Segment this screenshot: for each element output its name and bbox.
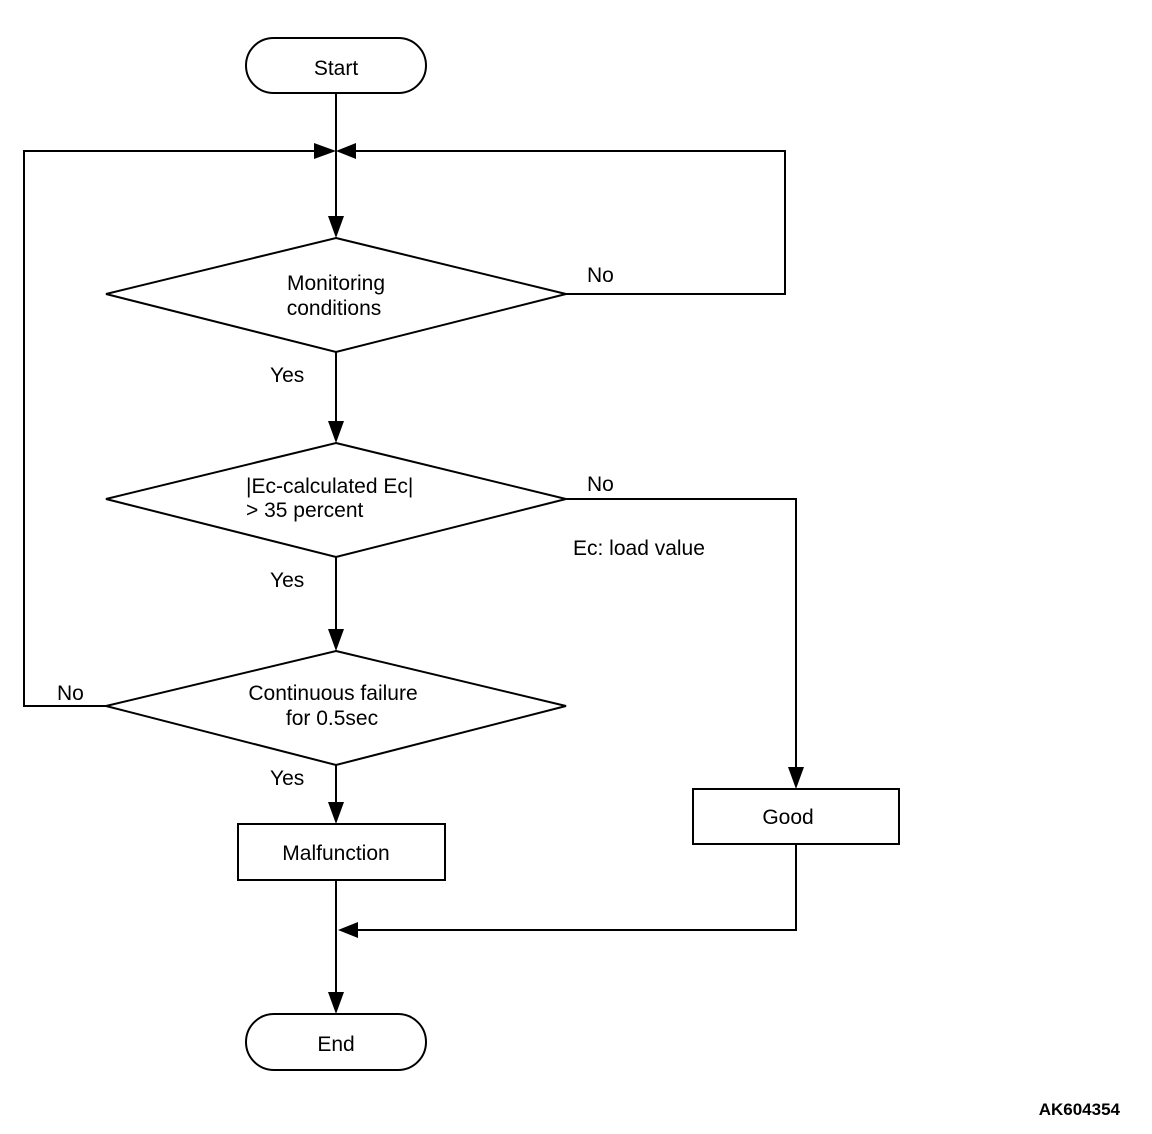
load-value-note: Ec: load value: [573, 537, 705, 560]
decision1-diamond: [105, 236, 567, 354]
arrowhead-decision1: [328, 216, 344, 238]
decision2-label-line2: > 35 percent: [246, 499, 364, 522]
decision1-label-line1: Monitoring: [287, 272, 385, 295]
decision-load-difference: |Ec-calculated Ec| > 35 percent: [105, 441, 567, 559]
malfunction-shape: [237, 823, 446, 881]
start-terminal: Start: [245, 37, 427, 94]
decision3-label-line2: for 0.5sec: [286, 707, 378, 730]
arrowheads: [314, 143, 804, 1014]
decision3-no-label: No: [57, 682, 84, 705]
start-label: Start: [314, 57, 359, 80]
start-shape: [245, 37, 427, 94]
end-shape: [245, 1013, 427, 1071]
connector-decision3-no-loop: [23, 150, 320, 707]
decision3-yes-label: Yes: [270, 767, 304, 790]
decision3-diamond: [105, 649, 567, 767]
decision1-label-line2: conditions: [287, 297, 382, 320]
good-shape: [692, 788, 900, 845]
decision1-yes-label: Yes: [270, 364, 304, 387]
arrowhead-right-merge: [336, 143, 356, 159]
decision-monitoring-conditions: Monitoring conditions: [105, 236, 567, 354]
arrowhead-left-merge: [314, 143, 336, 159]
malfunction-label: Malfunction: [282, 842, 389, 865]
arrowhead-malfunction: [328, 802, 344, 824]
decision-continuous-failure: Continuous failure for 0.5sec: [105, 649, 567, 767]
connectors: [23, 93, 797, 1006]
connector-decision1-no-loop: [352, 150, 786, 295]
decision2-label-line1: |Ec-calculated Ec|: [246, 475, 413, 498]
good-label: Good: [762, 806, 813, 829]
good-box: Good: [692, 788, 900, 845]
decision3-label-line1: Continuous failure: [248, 682, 417, 705]
decision2-yes-label: Yes: [270, 569, 304, 592]
connector-decision2-no: [566, 498, 797, 780]
arrowhead-decision3: [328, 629, 344, 651]
arrowhead-end: [328, 992, 344, 1014]
arrowhead-decision2: [328, 421, 344, 443]
end-label: End: [317, 1033, 354, 1056]
arrowhead-good-merge: [338, 922, 358, 938]
arrowhead-good: [788, 767, 804, 789]
malfunction-box: Malfunction: [237, 823, 446, 881]
connector-good-to-merge: [352, 844, 797, 931]
decision2-no-label: No: [587, 473, 614, 496]
end-terminal: End: [245, 1013, 427, 1071]
figure-id: AK604354: [1039, 1100, 1121, 1119]
decision1-no-label: No: [587, 264, 614, 287]
decision2-diamond: [105, 441, 567, 559]
